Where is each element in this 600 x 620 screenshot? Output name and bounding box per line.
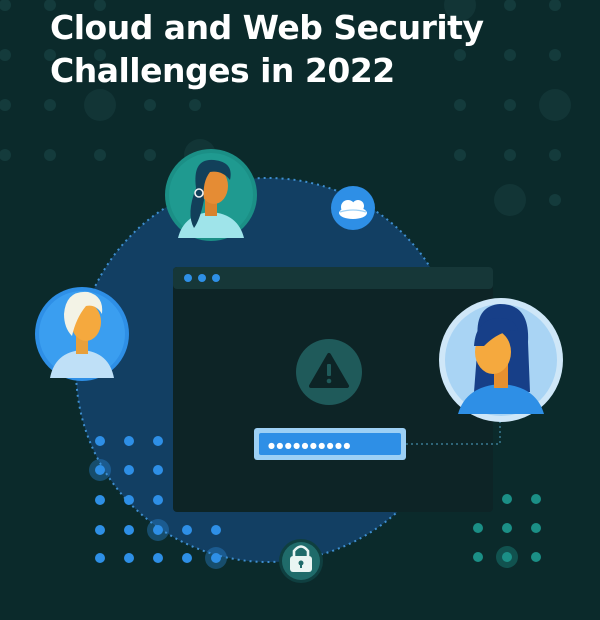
title-line-2: Challenges in 2022: [50, 51, 395, 90]
cloud-icon: [331, 186, 375, 230]
window-dot: [198, 274, 206, 282]
window-dot: [184, 274, 192, 282]
window-dot: [212, 274, 220, 282]
password-mask: ●●●●●●●●●●: [268, 441, 352, 450]
avatar-woman-earring: [165, 149, 257, 241]
blue-dot-grid: [89, 436, 227, 569]
padlock-icon: [279, 539, 323, 583]
page-title: Cloud and Web Security Challenges in 202…: [50, 6, 484, 92]
password-field: ●●●●●●●●●●: [254, 428, 406, 460]
avatar-woman-long-hair: [439, 298, 563, 422]
connector-line: [406, 418, 501, 445]
teal-dot-grid: [473, 494, 541, 568]
title-line-1: Cloud and Web Security: [50, 8, 484, 47]
warning-icon: [296, 339, 362, 405]
avatar-blonde-man: [35, 287, 129, 381]
